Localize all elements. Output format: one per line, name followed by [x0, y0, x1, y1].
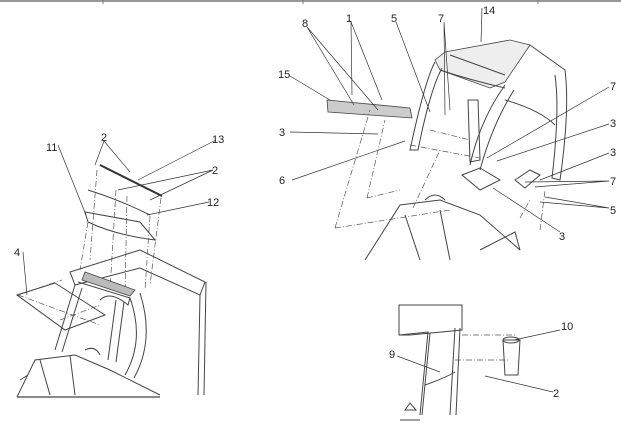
- callout-8: 8: [302, 18, 308, 30]
- callout-15: 15: [278, 69, 290, 81]
- right-leaders: [289, 7, 610, 233]
- left-canopy-view: [15, 164, 207, 398]
- callout-11: 11: [46, 142, 57, 154]
- callout-7: 7: [610, 81, 616, 93]
- left-leaders: [22, 139, 217, 296]
- detail-leaders: [396, 329, 561, 393]
- callout-13: 13: [212, 134, 224, 146]
- callout-5: 5: [391, 13, 397, 25]
- callout-5: 5: [610, 205, 616, 217]
- callout-2: 2: [101, 132, 107, 144]
- detail-view: [398, 304, 521, 421]
- callout-6: 6: [279, 175, 285, 187]
- border-lines: [0, 0, 621, 4]
- callout-labels: 2 13 2 12 11 4 8 1 5 7 14 15 3 6 7 3 3 7…: [14, 5, 616, 400]
- callout-3: 3: [559, 231, 565, 243]
- callout-2: 2: [212, 165, 218, 177]
- callout-7: 7: [610, 176, 616, 188]
- callout-10: 10: [561, 321, 573, 333]
- callout-12: 12: [207, 197, 219, 209]
- callout-1: 1: [346, 13, 352, 25]
- callout-14: 14: [483, 5, 495, 17]
- callout-2: 2: [553, 388, 559, 400]
- callout-9: 9: [389, 349, 395, 361]
- callout-3: 3: [610, 147, 616, 159]
- callout-4: 4: [14, 247, 20, 259]
- right-canopy-view: [326, 39, 568, 261]
- callout-7: 7: [438, 13, 444, 25]
- callout-3: 3: [279, 127, 285, 139]
- callout-3: 3: [610, 118, 616, 130]
